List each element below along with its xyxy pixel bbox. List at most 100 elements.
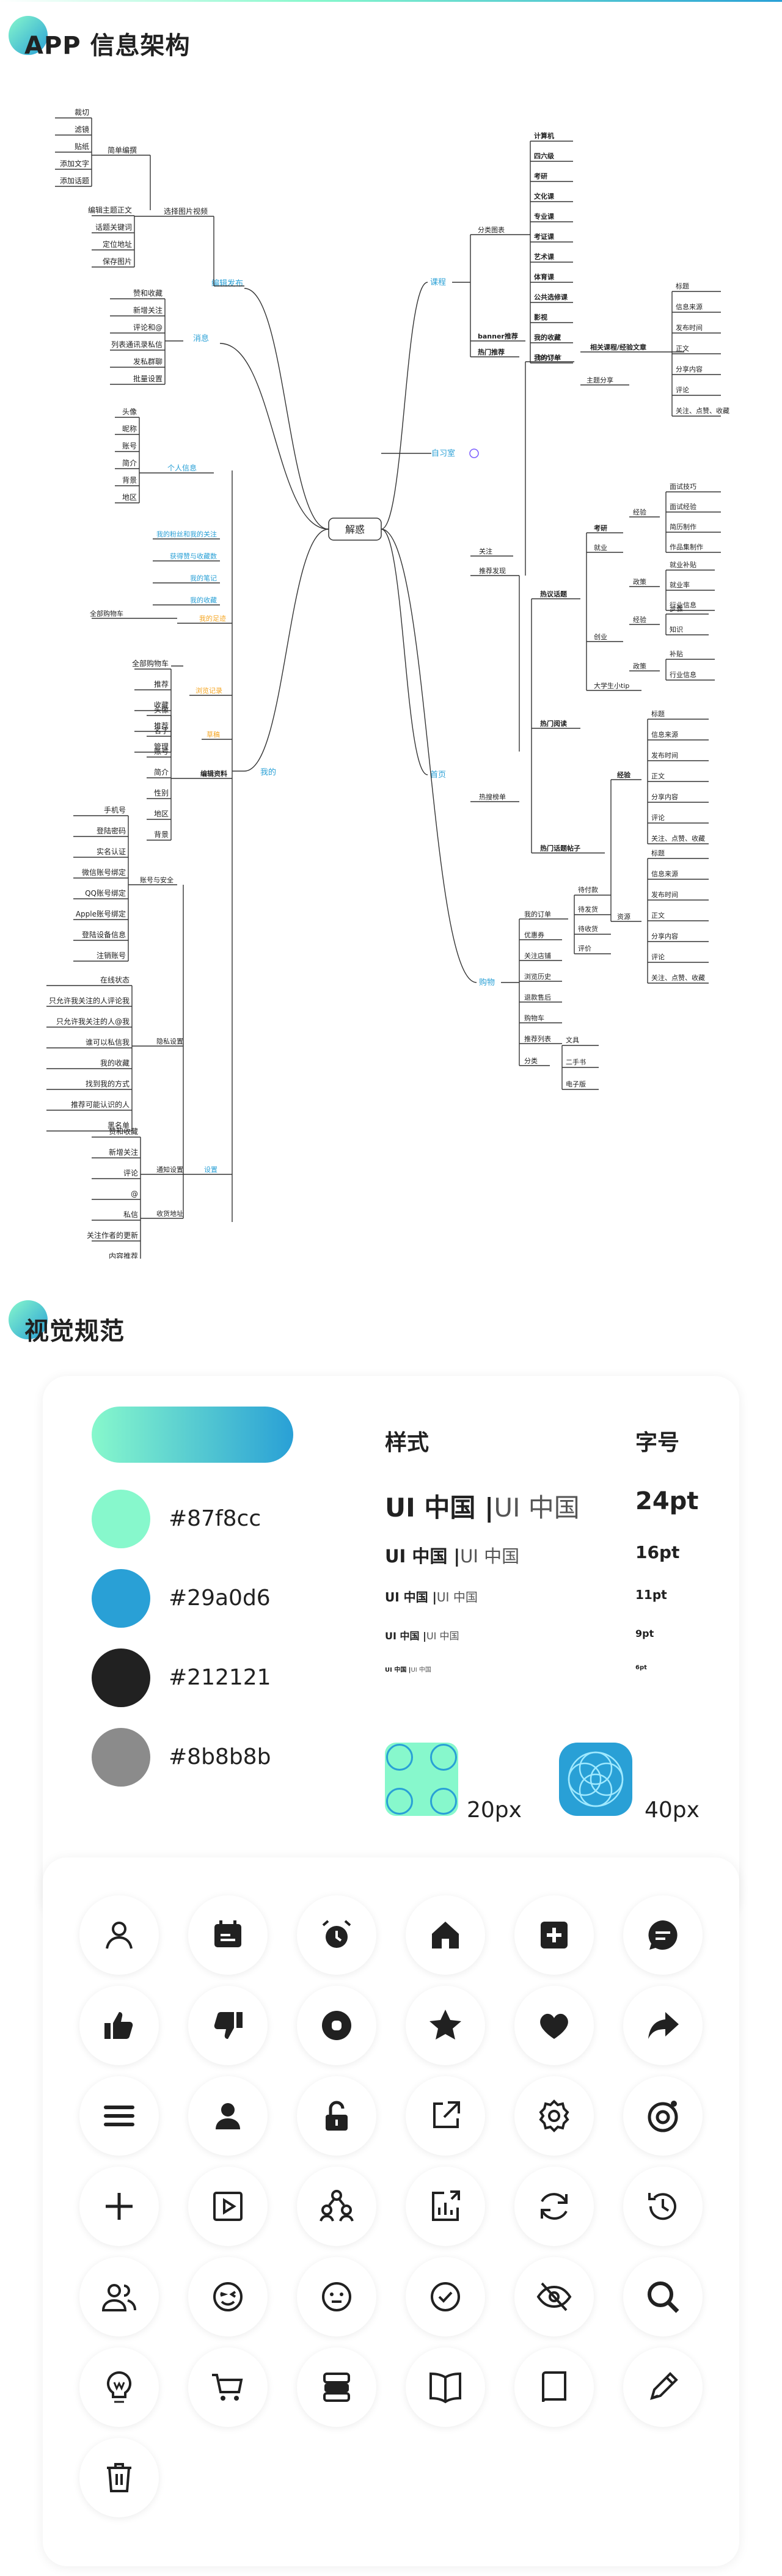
mindmap-leaf: 考研 — [534, 172, 547, 180]
mindmap-node-label: banner推荐 — [478, 332, 518, 340]
mindmap-leaf: 列表通讯录私信 — [111, 340, 163, 349]
type-sample-row: UI 中国 |UI 中国 — [385, 1590, 478, 1605]
branch-label-publish: 编辑发布 — [211, 279, 243, 288]
mindmap-leaf: 发布时间 — [651, 890, 678, 899]
mindmap-leaf: 注销账号 — [97, 951, 126, 960]
mindmap-leaf: 获得赞与收藏数 — [170, 552, 217, 560]
mindmap-leaf: 知识 — [670, 625, 683, 634]
calendar-card-icon — [188, 1895, 268, 1975]
external-link-icon — [406, 2076, 485, 2156]
section-dot — [9, 1300, 48, 1339]
mindmap-leaf: 步骤 — [670, 605, 683, 613]
chart-export-icon — [406, 2167, 485, 2246]
chat-bubble-icon — [623, 1895, 703, 1975]
icon-size-label: 20px — [467, 1798, 522, 1823]
mindmap-leaf: 评论 — [123, 1169, 138, 1177]
share-arrow-icon — [623, 1986, 703, 2065]
refresh-icon — [514, 2167, 594, 2246]
mindmap-leaf: 行业信息 — [670, 670, 696, 679]
mindmap-leaf: 评价 — [578, 945, 591, 953]
mindmap-leaf: @ — [131, 1190, 138, 1198]
color-hex-label: #212121 — [169, 1665, 271, 1690]
mindmap-leaf: 就业补贴 — [670, 560, 696, 569]
mindmap-branch — [244, 529, 329, 772]
mindmap-leaf: 背景 — [122, 476, 137, 485]
mindmap-node-label: 隐私设置 — [156, 1037, 183, 1045]
mindmap-leaf: 在线状态 — [100, 976, 130, 984]
mindmap-node-label: 分类 — [524, 1056, 538, 1065]
mindmap-leaf: 优惠券 — [524, 931, 544, 939]
mindmap-leaf: 账号 — [154, 747, 169, 756]
type-size-label: 24pt — [635, 1487, 699, 1515]
mindmap-node-label: 设置 — [204, 1166, 217, 1174]
search-icon — [623, 2257, 703, 2336]
type-sample-row: UI 中国 |UI 中国 — [385, 1667, 431, 1674]
mindmap-node-label: 编辑资料 — [200, 769, 227, 778]
mindmap-leaf: 我的收藏 — [100, 1058, 130, 1067]
mindmap-node-label: 就业 — [594, 543, 607, 552]
branch-label-course: 课程 — [430, 278, 446, 287]
mindmap-leaf: 标题 — [651, 709, 665, 718]
plus-icon — [79, 2167, 159, 2246]
mindmap-leaf: 正文 — [651, 772, 665, 780]
mindmap-leaf: 名字 — [154, 726, 169, 735]
mindmap-leaf: 微信账号绑定 — [82, 868, 126, 877]
mindmap-leaf: 登陆密码 — [97, 826, 126, 835]
mindmap-node-label: 账号与安全 — [140, 876, 174, 884]
size-header: 字号 — [635, 1430, 680, 1455]
mindmap-leaf: 待付款 — [578, 885, 598, 894]
branch-label-home: 首页 — [430, 770, 446, 780]
home-icon — [406, 1895, 485, 1975]
users-icon — [79, 2257, 159, 2336]
heart-icon — [514, 1986, 594, 2065]
mindmap-leaf: 私信 — [123, 1210, 138, 1219]
mindmap-leaf: 计算机 — [534, 131, 554, 140]
book-icon — [514, 2347, 594, 2427]
person-icon — [188, 2076, 268, 2156]
mindmap-leaf: 信息来源 — [651, 730, 678, 739]
mindmap-node-label: 经验 — [617, 770, 631, 779]
mindmap-leaf: 话题关键词 — [95, 223, 132, 232]
smile-wink-icon — [188, 2257, 268, 2336]
mindmap-leaf: 只允许我关注的人@我 — [56, 1017, 130, 1026]
mindmap-leaf: 面试技巧 — [670, 483, 696, 491]
style-header: 样式 — [385, 1430, 429, 1455]
stop-circle-icon — [297, 1986, 376, 2065]
icon-library-card — [43, 1857, 739, 2566]
thumbs-down-icon — [188, 1986, 268, 2065]
mindmap-leaf: 手机号 — [104, 806, 126, 814]
mindmap-leaf: 标题 — [651, 849, 665, 857]
pencil-icon — [623, 2347, 703, 2427]
mindmap-leaf: 赞和收藏 — [133, 289, 163, 298]
mindmap-leaf: 关注、点赞、收藏 — [651, 973, 705, 982]
mindmap-leaf: 地区 — [122, 493, 137, 502]
mindmap-leaf: 添加话题 — [60, 177, 89, 185]
mindmap-leaf: 面试经验 — [670, 502, 696, 511]
mindmap-leaf: 影视 — [534, 313, 547, 321]
icon-size-label: 40px — [645, 1798, 700, 1823]
icon-grid-20px-sample — [385, 1743, 458, 1816]
mindmap-leaf: 定位地址 — [103, 240, 132, 249]
branch-label-mine: 我的 — [260, 767, 276, 777]
section-title-info-arch: APP 信息架构 — [24, 32, 191, 60]
mindmap-leaf: 头像 — [154, 706, 169, 714]
mindmap-leaf: QQ账号绑定 — [85, 888, 126, 898]
alarm-clock-icon — [297, 1895, 376, 1975]
mindmap-leaf: 体育课 — [534, 273, 555, 281]
mindmap-node-label: 主题分享 — [586, 376, 613, 384]
mindmap-node-label: 热门话题帖子 — [540, 844, 580, 852]
mindmap-node-label: 热门推荐 — [478, 348, 505, 356]
mindmap-leaf: 就业率 — [670, 580, 690, 589]
mindmap-leaf: 四六级 — [534, 152, 555, 160]
mindmap-node-label: 草稿 — [206, 730, 220, 739]
mindmap-node-label: 浏览记录 — [196, 686, 222, 695]
mindmap-leaf: 标题 — [676, 282, 689, 290]
mindmap-leaf: 裁切 — [75, 108, 89, 117]
mindmap-node-label: 简单编撰 — [108, 145, 137, 155]
type-size-label: 6pt — [635, 1664, 647, 1671]
mindmap-root-label: 解惑 — [345, 524, 365, 535]
color-swatch-gray — [92, 1728, 150, 1787]
mindmap-leaf: 文化课 — [534, 192, 555, 200]
mindmap-leaf: 我的笔记 — [190, 574, 217, 582]
mindmap-leaf: 关注、点赞、收藏 — [676, 406, 729, 415]
